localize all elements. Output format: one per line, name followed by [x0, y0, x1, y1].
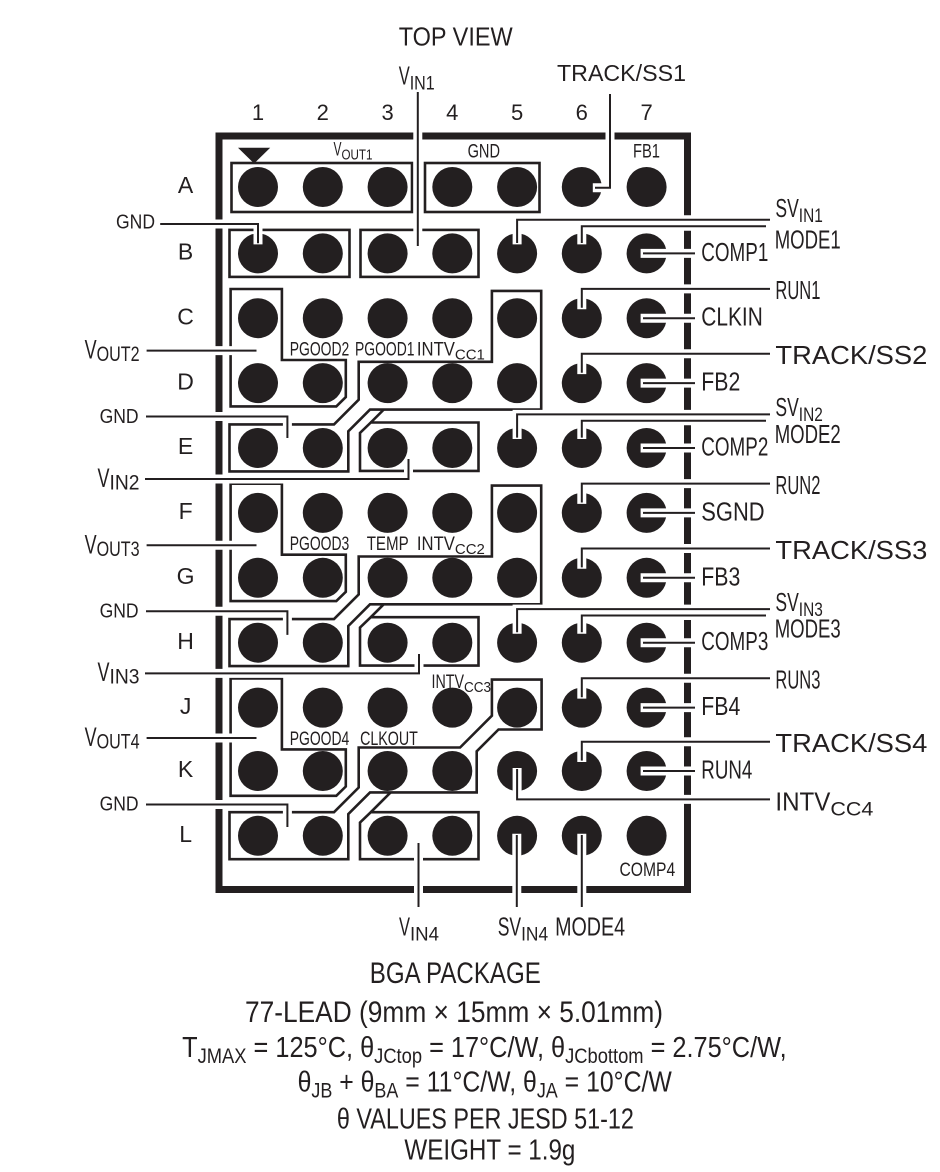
svg-text:V: V: [98, 657, 110, 687]
svg-text:J: J: [180, 693, 192, 719]
svg-text:RUN1: RUN1: [775, 275, 820, 305]
svg-text:FB1: FB1: [633, 141, 660, 163]
svg-text:COMP3: COMP3: [701, 626, 768, 656]
svg-text:IN1: IN1: [410, 74, 435, 95]
svg-text:COMP4: COMP4: [620, 859, 676, 881]
svg-text:MODE3: MODE3: [775, 614, 841, 644]
svg-text:SV: SV: [775, 587, 799, 617]
svg-text:OUT3: OUT3: [97, 538, 140, 561]
svg-text:TEMP: TEMP: [367, 533, 409, 555]
svg-text:θJB + θBA = 11°C/W, θJA = 10°C: θJB + θBA = 11°C/W, θJA = 10°C/W: [298, 1066, 673, 1103]
svg-text:FB3: FB3: [701, 561, 740, 591]
svg-text:TRACK/SS1: TRACK/SS1: [557, 60, 686, 86]
svg-text:CLKOUT: CLKOUT: [360, 728, 418, 750]
svg-text:CC3: CC3: [464, 680, 491, 696]
svg-text:V: V: [98, 463, 110, 493]
svg-text:PGOOD4: PGOOD4: [290, 728, 350, 750]
svg-text:IN4: IN4: [521, 925, 548, 946]
svg-text:B: B: [178, 239, 193, 265]
svg-text:GND: GND: [100, 793, 139, 816]
svg-text:CLKIN: CLKIN: [701, 302, 763, 332]
svg-text:GND: GND: [100, 405, 139, 428]
svg-text:C: C: [177, 303, 194, 329]
svg-text:GND: GND: [468, 141, 500, 163]
svg-text:7: 7: [640, 100, 652, 125]
svg-text:IN2: IN2: [799, 405, 823, 426]
svg-text:SV: SV: [775, 193, 799, 223]
svg-text:OUT2: OUT2: [97, 343, 140, 366]
svg-text:CC2: CC2: [455, 542, 485, 558]
svg-text:RUN3: RUN3: [775, 665, 820, 695]
svg-text:TJMAX = 125°C, θJCtop = 17°C/W: TJMAX = 125°C, θJCtop = 17°C/W, θJCbotto…: [182, 1030, 787, 1068]
svg-text:L: L: [179, 821, 192, 847]
svg-text:K: K: [178, 756, 194, 782]
svg-text:COMP1: COMP1: [701, 237, 768, 267]
svg-text:FB4: FB4: [701, 691, 740, 721]
svg-text:E: E: [178, 433, 193, 459]
svg-text:IN4: IN4: [410, 925, 439, 946]
svg-text:OUT4: OUT4: [97, 731, 140, 754]
svg-text:V: V: [85, 335, 97, 365]
svg-text:PGOOD3: PGOOD3: [290, 533, 350, 555]
svg-text:MODE1: MODE1: [775, 224, 841, 254]
svg-text:INTV: INTV: [775, 786, 831, 816]
svg-text:V: V: [399, 61, 410, 91]
svg-text:GND: GND: [116, 211, 155, 234]
svg-text:V: V: [334, 139, 342, 161]
svg-text:IN3: IN3: [799, 600, 823, 621]
svg-text:IN2: IN2: [110, 472, 140, 495]
svg-text:CC4: CC4: [830, 799, 873, 820]
svg-text:G: G: [177, 563, 195, 589]
svg-text:H: H: [177, 628, 194, 654]
svg-text:TRACK/SS3: TRACK/SS3: [775, 535, 927, 565]
svg-text:A: A: [178, 172, 194, 198]
svg-text:BGA PACKAGE: BGA PACKAGE: [370, 957, 541, 990]
svg-text:MODE2: MODE2: [775, 419, 841, 449]
svg-text:MODE4: MODE4: [555, 912, 625, 942]
svg-text:FB2: FB2: [701, 367, 740, 397]
svg-text:TOP VIEW: TOP VIEW: [399, 22, 513, 52]
svg-text:TRACK/SS2: TRACK/SS2: [775, 340, 927, 370]
svg-text:TRACK/SS4: TRACK/SS4: [775, 728, 927, 758]
svg-text:INTV: INTV: [417, 339, 455, 361]
svg-text:IN1: IN1: [799, 206, 823, 227]
svg-text:INTV: INTV: [417, 533, 455, 555]
svg-text:GND: GND: [100, 600, 139, 623]
svg-text:WEIGHT = 1.9g: WEIGHT = 1.9g: [404, 1135, 575, 1167]
svg-text:77-LEAD (9mm × 15mm × 5.01mm): 77-LEAD (9mm × 15mm × 5.01mm): [245, 996, 663, 1029]
svg-text:PGOOD1: PGOOD1: [355, 339, 415, 361]
svg-text:PGOOD2: PGOOD2: [290, 339, 350, 361]
svg-text:4: 4: [446, 100, 458, 125]
svg-text:SV: SV: [498, 912, 522, 942]
svg-text:SGND: SGND: [701, 496, 764, 526]
svg-text:CC1: CC1: [455, 348, 485, 364]
svg-text:INTV: INTV: [432, 671, 465, 693]
svg-text:5: 5: [511, 100, 523, 125]
svg-text:6: 6: [576, 100, 588, 125]
svg-text:RUN2: RUN2: [775, 470, 820, 500]
svg-text:OUT1: OUT1: [342, 148, 373, 164]
svg-text:COMP2: COMP2: [701, 432, 768, 462]
svg-text:SV: SV: [775, 392, 799, 422]
svg-text:θ VALUES PER JESD 51-12: θ VALUES PER JESD 51-12: [337, 1103, 634, 1135]
svg-text:3: 3: [381, 100, 393, 125]
svg-text:2: 2: [317, 100, 329, 125]
svg-text:F: F: [179, 498, 193, 524]
svg-text:D: D: [177, 368, 194, 394]
svg-text:IN3: IN3: [110, 666, 140, 689]
svg-text:V: V: [85, 722, 97, 752]
svg-text:RUN4: RUN4: [701, 755, 752, 785]
svg-text:V: V: [85, 529, 97, 559]
svg-text:V: V: [399, 912, 410, 942]
svg-text:1: 1: [252, 100, 264, 125]
